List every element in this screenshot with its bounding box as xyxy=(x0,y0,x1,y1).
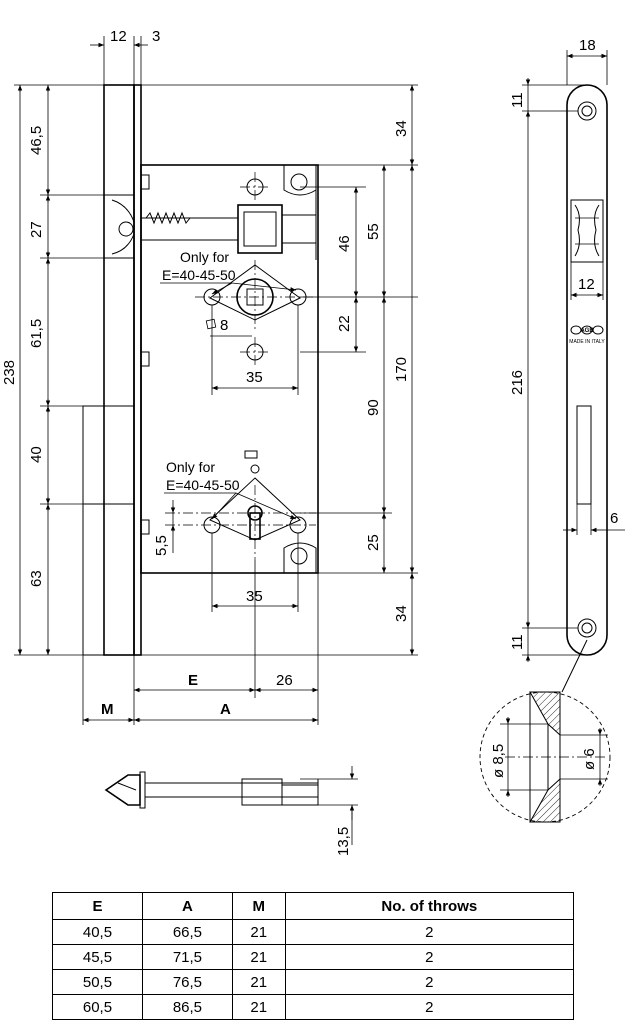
dim-27: 27 xyxy=(28,221,45,238)
technical-drawing: 12 3 46,5 27 61,5 40 63 238 xyxy=(1,28,625,856)
cell-M: 21 xyxy=(231,994,286,1020)
dim-M: M xyxy=(101,701,114,718)
dim-bolt-width: 6 xyxy=(610,510,618,527)
dim-square: 8 xyxy=(220,317,228,334)
key-note-line1: Only for xyxy=(166,459,215,475)
dim-46: 46 xyxy=(336,235,353,252)
table-row: 60,5 86,5 21 2 xyxy=(52,994,575,1020)
dim-26: 26 xyxy=(276,672,293,689)
top-dimensions: 12 3 xyxy=(90,28,160,85)
dim-90: 90 xyxy=(365,399,382,416)
dim-faceplate-width: 12 xyxy=(110,28,127,45)
handle-annotations: Only for E=40-45-50 8 35 xyxy=(160,249,299,395)
dim-40: 40 xyxy=(28,446,45,463)
dim-46-5: 46,5 xyxy=(28,126,45,155)
dim-E: E xyxy=(188,672,198,689)
cell-throws: 2 xyxy=(284,994,575,1020)
key-note-line2: E=40-45-50 xyxy=(166,477,240,493)
cell-A: 71,5 xyxy=(141,944,233,970)
cell-E: 60,5 xyxy=(52,994,143,1020)
cell-A: 86,5 xyxy=(141,994,233,1020)
dim-faceplate-length: 216 xyxy=(509,370,526,395)
cell-M: 21 xyxy=(231,919,286,945)
table-header-row: E A M No. of throws xyxy=(52,892,575,920)
faceplate-front-view: AGB MADE IN ITALY xyxy=(566,84,608,656)
dim-latch: 13,5 xyxy=(335,827,352,856)
lock-body-side-view xyxy=(82,84,319,656)
cell-M: 21 xyxy=(231,969,286,995)
countersink-detail: ø 8,5 ø 6 xyxy=(479,639,611,823)
faceplate-dimensions: 18 11 216 11 12 6 xyxy=(509,37,625,662)
cell-throws: 2 xyxy=(284,944,575,970)
dim-key-offset: 5,5 xyxy=(153,535,170,556)
handle-note-line1: Only for xyxy=(180,249,229,265)
table-row: 40,5 66,5 21 2 xyxy=(52,919,575,945)
dim-34-bottom: 34 xyxy=(393,605,410,622)
left-dimensions: 46,5 27 61,5 40 63 238 xyxy=(1,84,104,656)
dim-latch-width: 12 xyxy=(578,276,595,293)
dim-outer-diameter: ø 8,5 xyxy=(490,744,507,778)
cell-E: 45,5 xyxy=(52,944,143,970)
latch-bolt-view: 13,5 xyxy=(104,766,358,856)
header-M: M xyxy=(231,892,286,920)
dim-55: 55 xyxy=(365,223,382,240)
dim-handle-spacing: 35 xyxy=(246,369,263,386)
table-row: 50,5 76,5 21 2 xyxy=(52,969,575,995)
dim-faceplate-18: 18 xyxy=(579,37,596,54)
dim-25: 25 xyxy=(365,534,382,551)
dim-total-height: 238 xyxy=(1,360,18,385)
dim-61-5: 61,5 xyxy=(28,319,45,348)
handle-note-line2: E=40-45-50 xyxy=(162,267,236,283)
right-dimensions: 34 55 46 22 90 170 25 34 xyxy=(134,84,418,656)
dim-22: 22 xyxy=(336,315,353,332)
brand-logo-text: AGB xyxy=(580,328,594,334)
dim-plate-thickness: 3 xyxy=(152,28,160,45)
dim-inner-diameter: ø 6 xyxy=(581,748,598,770)
cell-throws: 2 xyxy=(284,969,575,995)
made-in-italy-text: MADE IN ITALY xyxy=(569,339,605,345)
table-row: 45,5 71,5 21 2 xyxy=(52,944,575,970)
cell-E: 40,5 xyxy=(52,919,143,945)
dim-34-top: 34 xyxy=(393,120,410,137)
dim-top-hole: 11 xyxy=(509,92,526,108)
cell-A: 66,5 xyxy=(141,919,233,945)
cell-A: 76,5 xyxy=(141,969,233,995)
dim-key-spacing: 35 xyxy=(246,588,263,605)
cell-M: 21 xyxy=(231,944,286,970)
dim-bottom-hole: 11 xyxy=(509,634,526,650)
header-E: E xyxy=(52,892,143,920)
header-A: A xyxy=(141,892,233,920)
header-throws: No. of throws xyxy=(284,892,575,920)
dim-170: 170 xyxy=(393,357,410,382)
cell-throws: 2 xyxy=(284,919,575,945)
key-annotations: Only for E=40-45-50 5,5 35 xyxy=(153,459,299,612)
dim-A: A xyxy=(220,701,231,718)
dimension-table: E A M No. of throws 40,5 66,5 21 2 45,5 … xyxy=(52,892,575,1020)
cell-E: 50,5 xyxy=(52,969,143,995)
bottom-dimensions: E 26 M A xyxy=(82,560,319,725)
dim-63: 63 xyxy=(28,570,45,587)
